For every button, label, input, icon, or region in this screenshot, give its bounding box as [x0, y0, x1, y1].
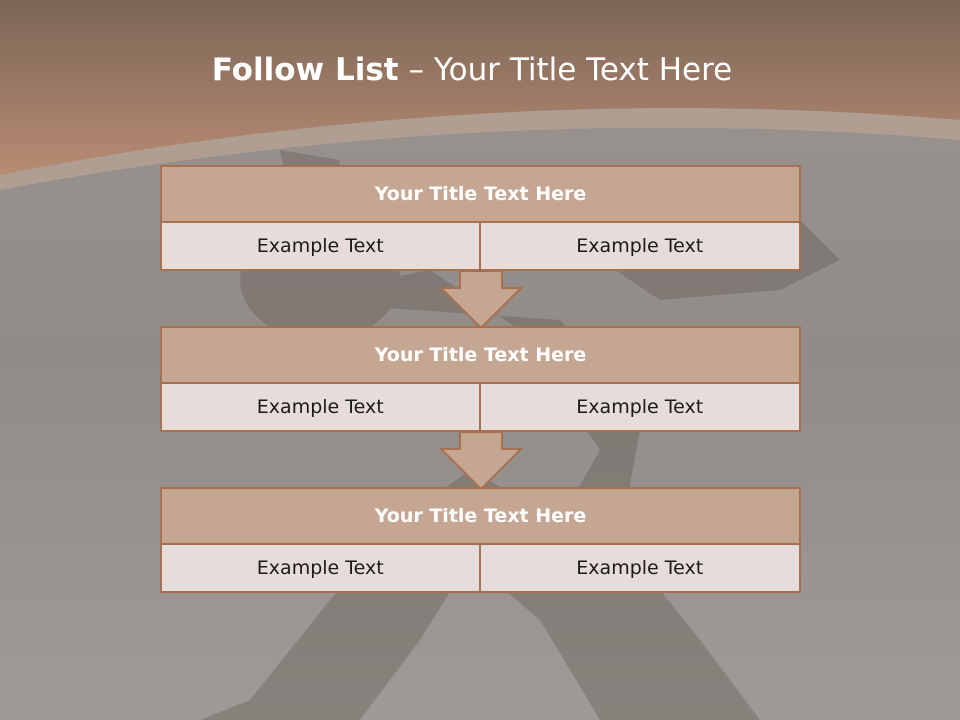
block-row: Example Text Example Text	[160, 543, 801, 593]
example-text-cell-right[interactable]: Example Text	[480, 221, 801, 271]
example-text-cell-left[interactable]: Example Text	[160, 543, 481, 593]
down-arrow-icon	[438, 270, 524, 330]
down-arrow-icon	[438, 431, 524, 491]
title-separator: –	[398, 52, 434, 88]
block-title[interactable]: Your Title Text Here	[160, 165, 801, 223]
example-text-cell-left[interactable]: Example Text	[160, 221, 481, 271]
block-title[interactable]: Your Title Text Here	[160, 326, 801, 384]
title-rest-part: Your Title Text Here	[433, 52, 733, 88]
title-bold-part: Follow List	[211, 52, 399, 88]
example-text-cell-right[interactable]: Example Text	[480, 382, 801, 432]
example-text-cell-right[interactable]: Example Text	[480, 543, 801, 593]
slide-title: Follow List – Your Title Text Here	[0, 52, 944, 88]
block-title[interactable]: Your Title Text Here	[160, 487, 801, 545]
block-row: Example Text Example Text	[160, 382, 801, 432]
block-row: Example Text Example Text	[160, 221, 801, 271]
example-text-cell-left[interactable]: Example Text	[160, 382, 481, 432]
